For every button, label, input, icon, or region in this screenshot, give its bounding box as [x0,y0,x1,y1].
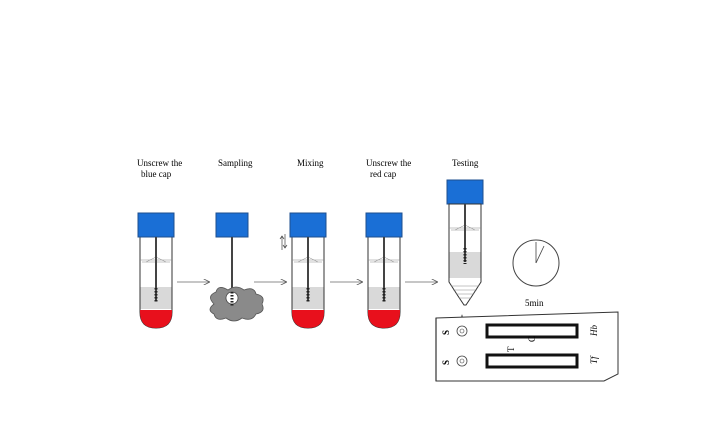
svg-text:red cap: red cap [370,169,397,179]
svg-text:Testing: Testing [452,158,479,168]
test-strip-window-2 [485,353,579,369]
blue-cap [365,212,403,238]
timer-clock-icon [512,239,560,287]
svg-text:Unscrew the: Unscrew the [137,158,182,168]
blue-cap [289,212,327,238]
timer-label: 5min [525,298,544,308]
control-line-label: C [527,336,537,342]
stool-sample [209,286,264,322]
tube-testing [446,179,484,306]
step-label-mixing: Mixing [297,158,324,168]
tube-unscrew-blue [137,212,175,329]
red-cap [292,310,324,328]
svg-text:Mixing: Mixing [297,158,324,168]
step-label-unscrew-blue: Unscrew the blue cap [137,158,182,179]
red-cap [140,310,172,328]
svg-text:Sampling: Sampling [218,158,253,168]
sample-well-2-label: S [441,360,451,365]
blue-cap-with-stick [215,212,249,238]
tube-unscrew-red [365,212,403,329]
tube-mixing [289,212,327,329]
svg-text:Unscrew the: Unscrew the [366,158,411,168]
test-line-label: T [506,346,516,352]
sampling-illustration [209,212,264,322]
step-label-sampling: Sampling [218,158,253,168]
svg-text:blue cap: blue cap [141,169,172,179]
red-cap [368,310,400,328]
mixing-arrows-icon [279,234,288,250]
analyte-hb-label: Hb [589,325,599,337]
blue-cap [446,179,484,205]
step-label-testing: Testing [452,158,479,168]
blue-cap [137,212,175,238]
sample-well-1-label: S [441,330,451,335]
step-label-unscrew-red: Unscrew the red cap [366,158,411,179]
sample-well-1 [456,325,468,337]
analyte-tf-label: Tf [589,355,599,364]
sample-well-2 [456,355,468,367]
test-card: S S C T Hb Tf [435,311,619,382]
test-strip-window-1 [485,323,579,339]
